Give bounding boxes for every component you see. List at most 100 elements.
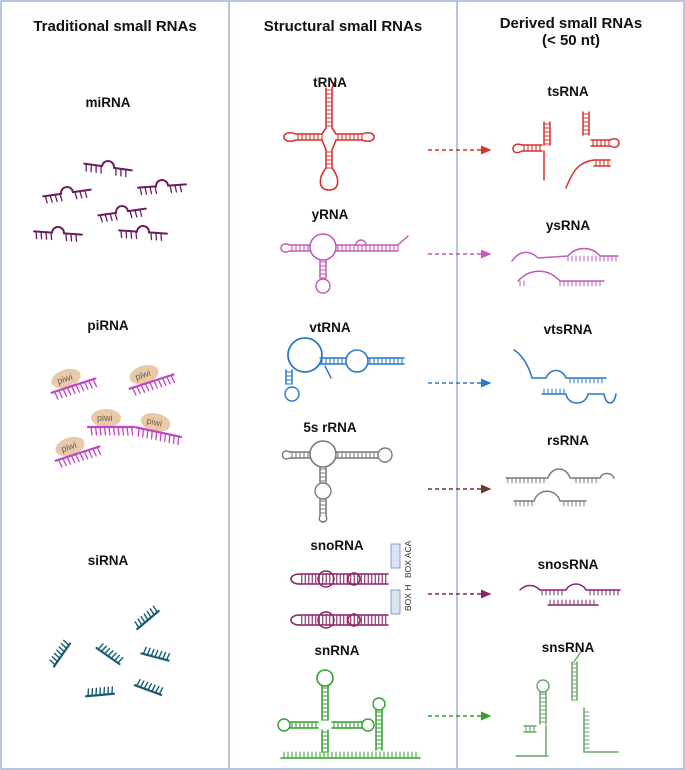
label-vtsrna: vtsRNA bbox=[543, 322, 593, 337]
piwi-protein bbox=[51, 368, 81, 389]
pirna-base bbox=[144, 382, 150, 392]
sirna-base bbox=[147, 683, 153, 691]
pirna-base bbox=[155, 431, 158, 441]
pirna-base bbox=[75, 384, 81, 393]
mirna-base bbox=[95, 164, 97, 174]
mirna-strand-left bbox=[137, 185, 158, 189]
snrna-left-loop bbox=[277, 718, 291, 732]
sirna-base bbox=[154, 649, 159, 658]
sirna-base bbox=[103, 686, 106, 696]
pirna-base bbox=[62, 457, 67, 467]
pirna-base bbox=[58, 389, 63, 399]
pirna-base bbox=[79, 382, 85, 392]
sirna-base bbox=[49, 659, 56, 666]
mirna-base bbox=[139, 186, 143, 196]
pirna-base bbox=[164, 432, 167, 443]
pirna-base bbox=[66, 386, 72, 396]
mirna-base bbox=[100, 165, 102, 174]
trna-anticodon-loop bbox=[319, 167, 339, 191]
rsrna-fragments bbox=[505, 468, 615, 507]
mirna-bulge bbox=[101, 160, 115, 169]
mirna-base bbox=[75, 233, 78, 242]
yrna-internal-loop bbox=[309, 233, 337, 261]
piwi-label: piwi bbox=[97, 413, 113, 423]
sirna-base bbox=[51, 656, 59, 663]
tsrna-anticodon-frag bbox=[565, 159, 595, 189]
pirna-base bbox=[62, 388, 68, 397]
mirna-base bbox=[49, 194, 53, 203]
pirna-base bbox=[153, 380, 159, 389]
label-rsrna: rsRNA bbox=[546, 433, 590, 448]
vtsrna-frag-1 bbox=[513, 349, 607, 379]
label-snosrna: snosRNA bbox=[537, 557, 599, 572]
mirna-strand-right bbox=[147, 231, 168, 235]
sirna-glyphs bbox=[49, 605, 171, 698]
mirna-base bbox=[144, 186, 148, 195]
label-sirna: siRNA bbox=[87, 553, 129, 568]
mirna-duplex-5 bbox=[33, 226, 83, 242]
column-title-traditional: Traditional small RNAs bbox=[33, 18, 197, 35]
mirna-base bbox=[90, 163, 92, 173]
column-title-derived: Derived small RNAs bbox=[499, 15, 643, 32]
pirna-base bbox=[53, 391, 59, 400]
label-ysrna: ysRNA bbox=[545, 218, 591, 233]
sirna-base bbox=[142, 646, 147, 655]
pirna-base bbox=[172, 434, 175, 445]
snorna-upper-bulge-1 bbox=[317, 570, 335, 588]
snorna-lower-terminal-loop bbox=[290, 614, 301, 626]
column-title-structural: Structural small RNAs bbox=[263, 18, 423, 35]
sirna-base bbox=[107, 686, 110, 696]
sirna-base bbox=[113, 654, 121, 662]
trna-cca bbox=[331, 79, 337, 89]
sirna-base bbox=[151, 684, 156, 693]
pirna-base bbox=[96, 446, 102, 456]
pirna-base bbox=[117, 426, 120, 436]
snrna-structure bbox=[277, 669, 421, 759]
sirna-base bbox=[87, 688, 90, 697]
mirna-base bbox=[44, 195, 48, 204]
sirna-base bbox=[56, 649, 63, 656]
sirna-base bbox=[99, 687, 102, 696]
sirna-base bbox=[60, 642, 68, 650]
mirna-base bbox=[104, 213, 108, 222]
mirna-bulge bbox=[60, 186, 74, 195]
mirna-duplex-3 bbox=[137, 179, 187, 196]
pirna-base bbox=[149, 381, 154, 391]
sirna-base bbox=[143, 681, 149, 690]
box-h-marker bbox=[390, 589, 401, 615]
mirna-strand-left bbox=[97, 211, 118, 217]
tsrna-5frag-loop bbox=[512, 143, 523, 154]
mirna-base bbox=[50, 231, 53, 241]
pirna-base bbox=[90, 426, 93, 436]
rrna-internal-loop bbox=[314, 482, 332, 500]
trna-t-loop bbox=[361, 131, 375, 143]
sirna-base bbox=[143, 613, 149, 621]
mirna-strand-left bbox=[83, 162, 104, 168]
sirna-base bbox=[111, 686, 114, 695]
mirna-base bbox=[40, 231, 43, 240]
snrna-sm-loop bbox=[372, 697, 386, 711]
mirna-base bbox=[125, 168, 127, 178]
rsrna-frag-2 bbox=[513, 490, 587, 502]
mirna-strand-left bbox=[42, 192, 63, 198]
sirna-base bbox=[110, 652, 117, 659]
ysrna-frag-2 bbox=[517, 270, 605, 282]
mirna-base bbox=[134, 209, 138, 218]
pirna-base bbox=[83, 450, 89, 460]
mirna-base bbox=[174, 184, 178, 193]
mirna-base bbox=[120, 229, 123, 239]
pirna-base bbox=[83, 381, 89, 390]
mirna-base bbox=[179, 184, 183, 193]
pirna-base bbox=[71, 385, 76, 395]
yrna-tail bbox=[397, 235, 409, 246]
box-aca-marker bbox=[390, 543, 401, 569]
pirna-base bbox=[108, 426, 111, 436]
sirna-base bbox=[165, 652, 171, 661]
label-yrna: yRNA bbox=[311, 207, 349, 222]
ysrna-fragments bbox=[511, 247, 619, 287]
mirna-duplex-4 bbox=[97, 205, 147, 223]
mirna-base bbox=[115, 167, 117, 176]
pirna-base bbox=[88, 379, 93, 389]
snrna-right-loop bbox=[361, 718, 375, 732]
